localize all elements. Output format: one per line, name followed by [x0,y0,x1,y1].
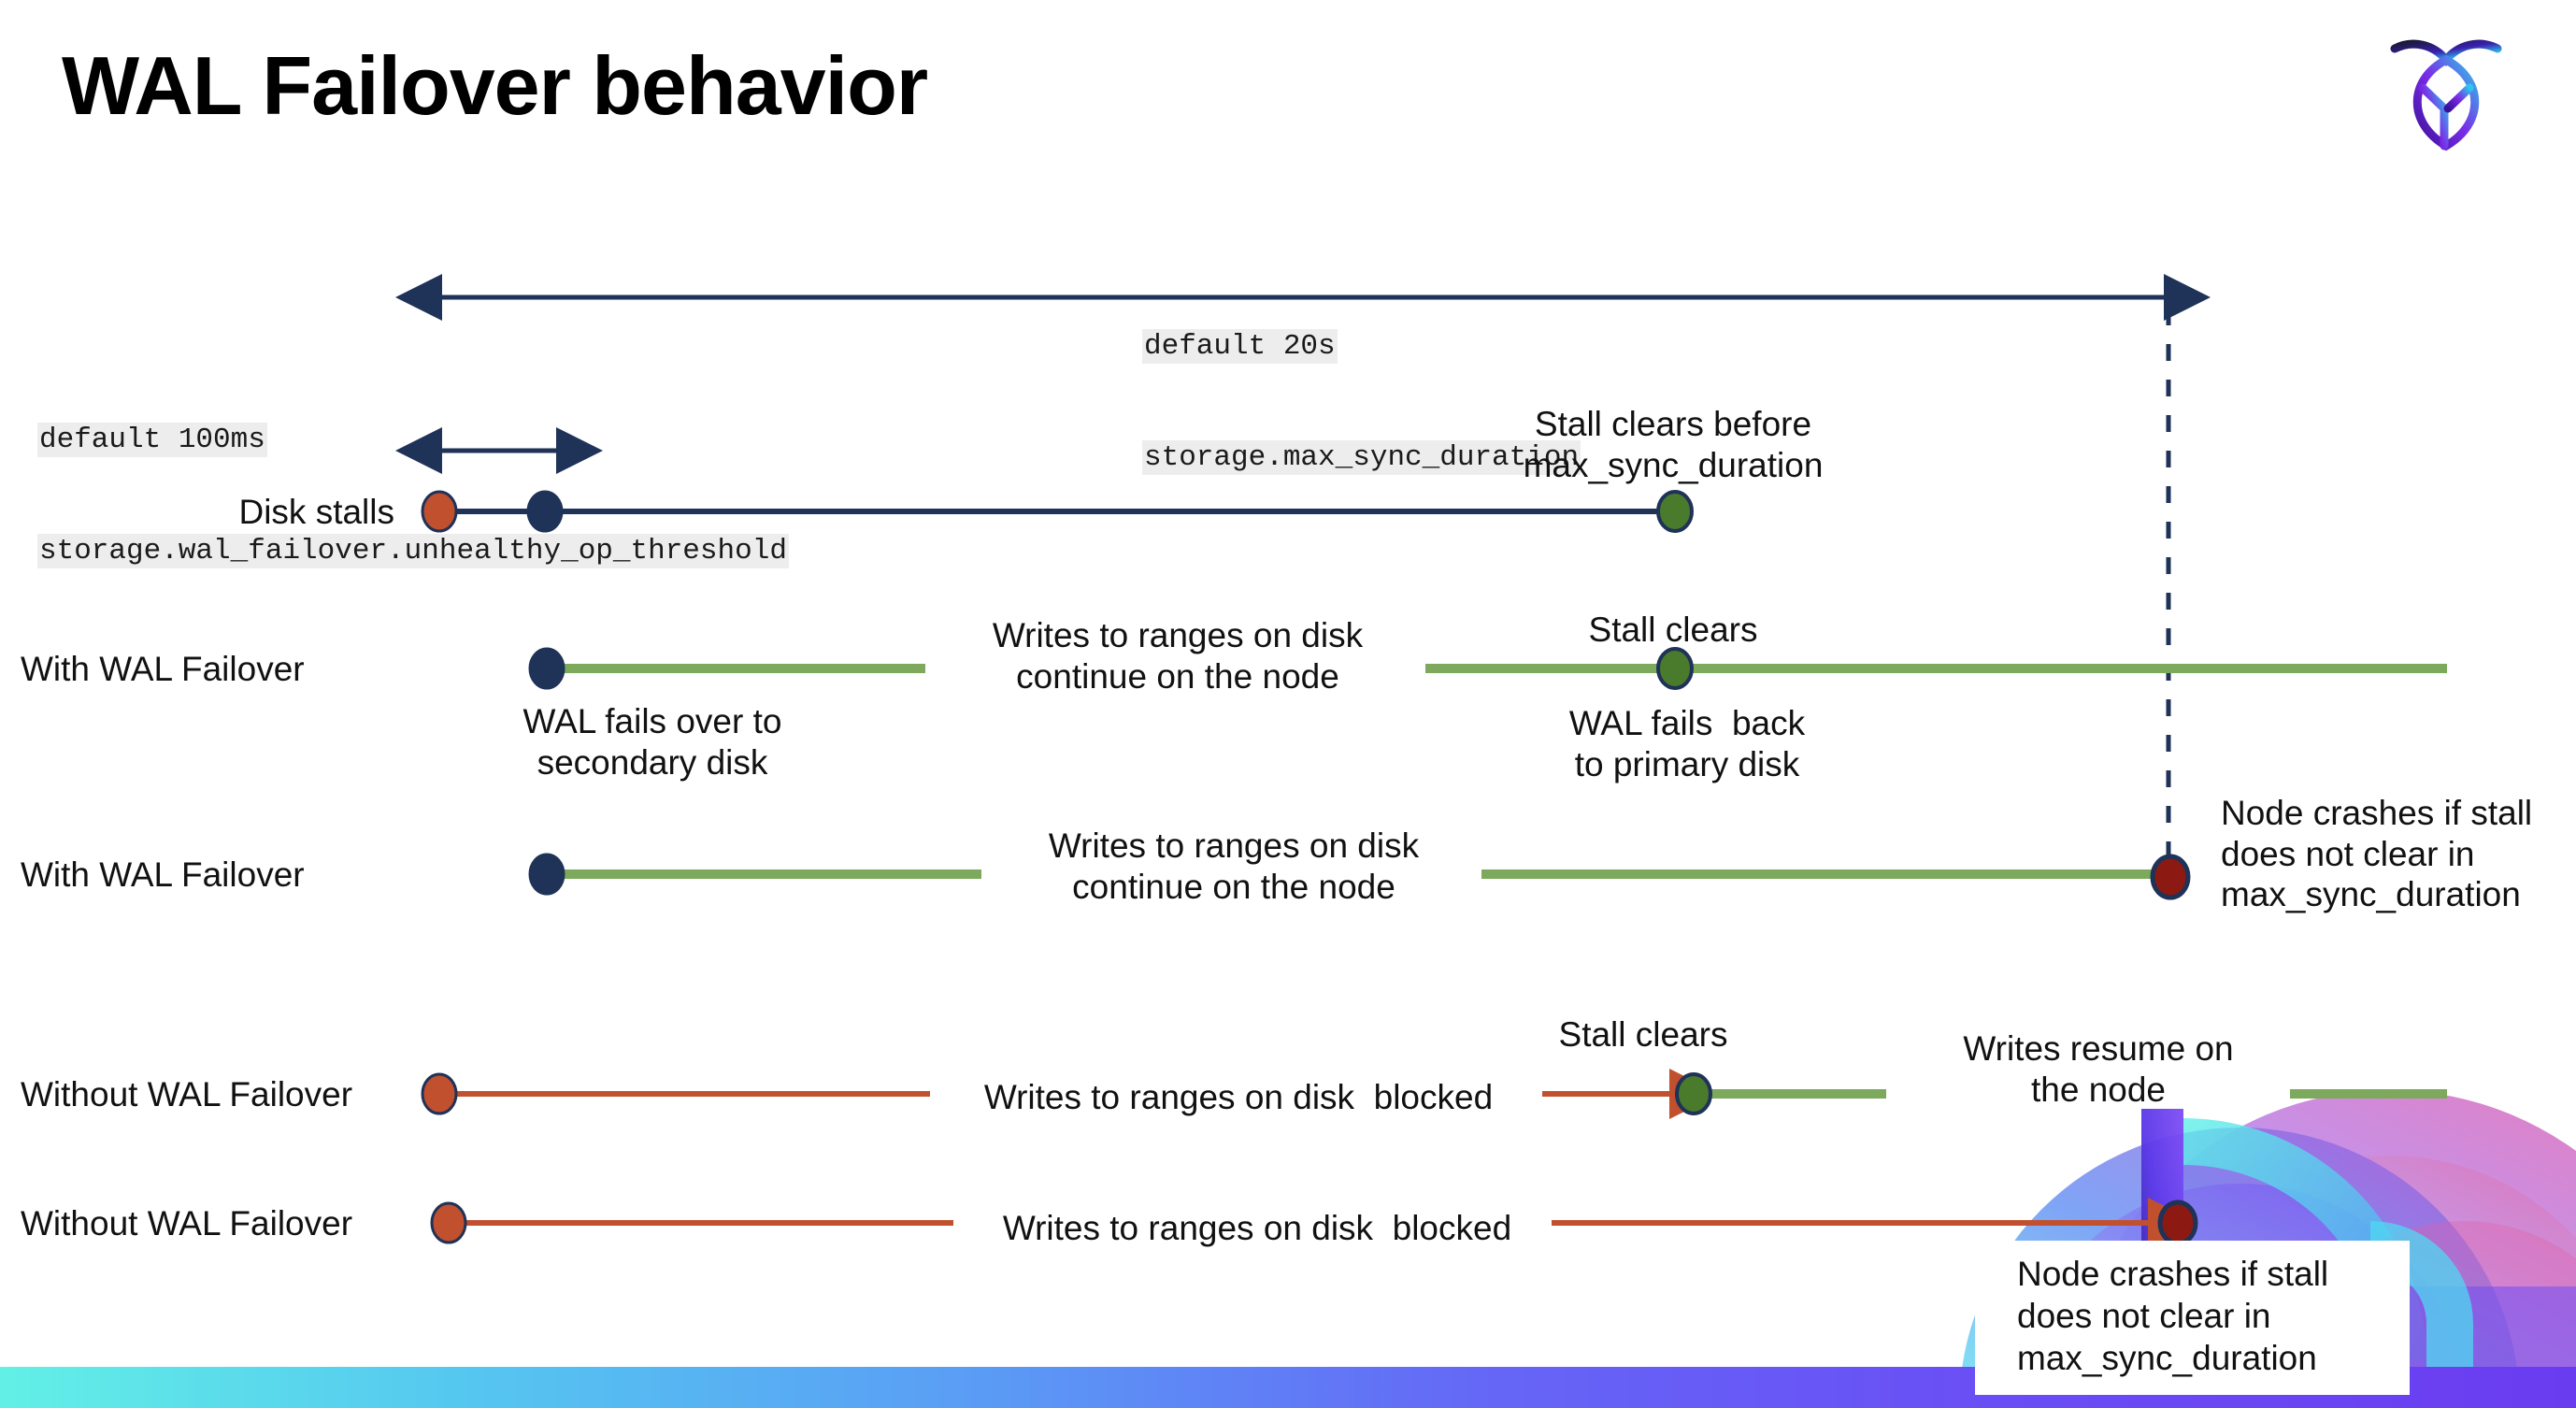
note-node-crashes-2: Node crashes if stall does not clear in … [2017,1255,2329,1378]
note-wal-fails-over: WAL fails over to secondary disk [522,702,782,782]
green-dot-stall-clear [1675,1072,1712,1115]
unhealthy-op-setting-label: storage.wal_failover.unhealthy_op_thresh… [37,534,789,569]
orange-dot-stall-start [421,490,458,533]
row-disk-stalls-track [421,490,1694,533]
row-without-wal-failover-1-track [421,1069,2447,1119]
note-writes-resume: Writes resume on the node [1963,1029,2234,1109]
row-with-wal-failover-2-track [528,853,2191,900]
note-stall-clears-before: Stall clears before max_sync_duration [1523,405,1824,484]
max-sync-default-label: default 20s [1142,329,1338,365]
note-wal-fails-back: WAL fails back to primary disk [1568,704,1806,783]
navy-dot-failover-start [528,853,565,896]
dark-red-dot-node-crash [2150,854,2191,900]
note-writes-continue-1: Writes to ranges on disk continue on the… [992,616,1364,696]
row-without-wal-failover-2-track [430,1198,2198,1248]
note-writes-blocked-1: Writes to ranges on disk blocked [983,1078,1494,1116]
note-stall-clears-2: Stall clears [1558,1015,1728,1054]
row-label-without-wal-failover-2: Without WAL Failover [21,1204,353,1243]
cockroachdb-logo [2390,39,2502,151]
navy-dot-failover-start [528,647,565,690]
max-sync-setting-label: storage.max_sync_duration [1142,440,1581,476]
unhealthy-op-default-label: default 100ms [37,423,267,458]
orange-dot-stall-start [421,1072,458,1115]
dark-red-dot-node-crash [2157,1200,2198,1246]
row-with-wal-failover-1-track [528,647,2447,690]
node-crash-callout: Node crashes if stall does not clear in … [1975,1241,2410,1395]
note-stall-clears-1: Stall clears [1588,611,1758,649]
green-dot-stall-clear [1656,490,1694,533]
row-label-without-wal-failover-1: Without WAL Failover [21,1075,353,1113]
max-sync-duration-annotation: default 20s storage.max_sync_duration [1142,254,1581,551]
orange-dot-stall-start [430,1201,467,1244]
note-writes-blocked-2: Writes to ranges on disk blocked [1002,1209,1512,1247]
unhealthy-op-threshold-annotation: default 100ms storage.wal_failover.unhea… [37,348,789,644]
row-label-with-wal-failover-2: With WAL Failover [21,855,305,894]
page-title: WAL Failover behavior [62,39,928,132]
row-label-disk-stalls: Disk stalls [238,493,394,531]
navy-dot-threshold [526,490,564,533]
row-label-with-wal-failover-1: With WAL Failover [21,650,305,688]
note-node-crashes-1: Node crashes if stall does not clear in … [2221,794,2533,914]
note-writes-continue-2: Writes to ranges on disk continue on the… [1048,826,1420,906]
green-dot-stall-clear [1656,647,1694,690]
